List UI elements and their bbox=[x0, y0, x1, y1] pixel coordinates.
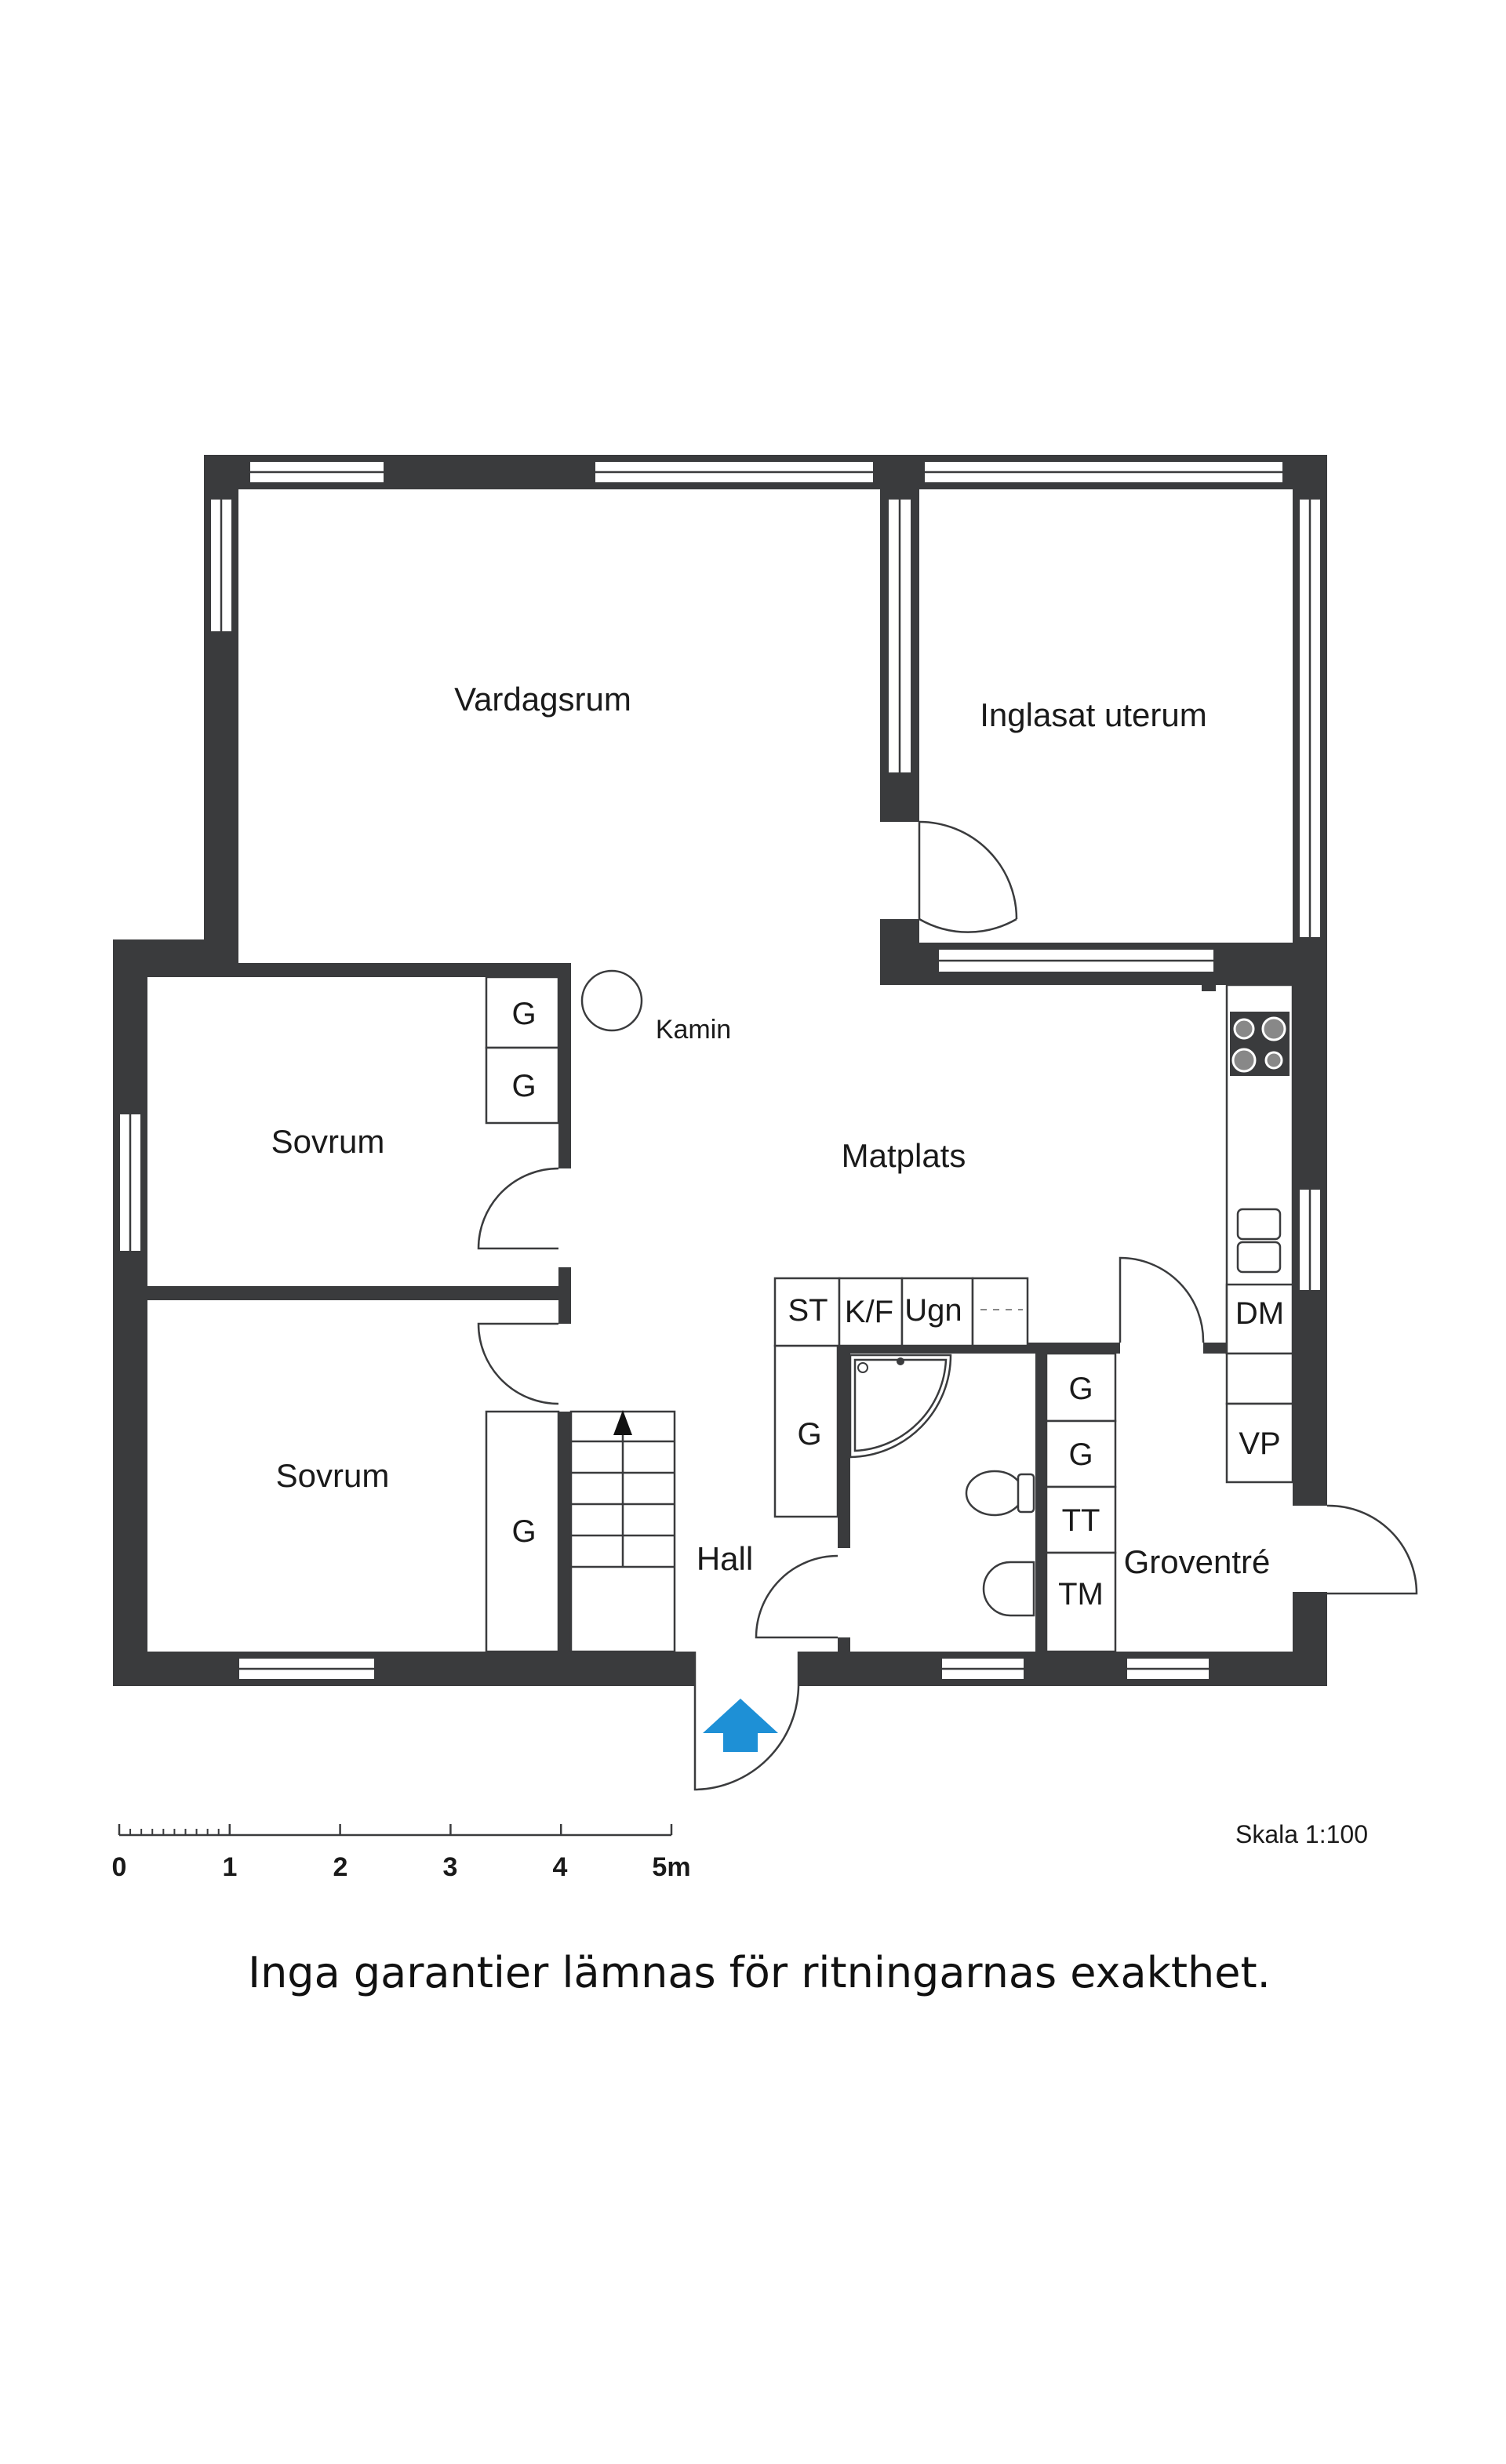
stair-arrow-icon bbox=[613, 1410, 632, 1435]
fixture-labels: G G G G ST K/F Ugn DM VP G G TT TM bbox=[511, 997, 1284, 1612]
label-ugn: Ugn bbox=[904, 1293, 962, 1328]
scale-bar: 0 1 2 3 4 5m Skala 1:100 bbox=[112, 1820, 1368, 1882]
stairs bbox=[569, 1410, 676, 1653]
scale-tick-label: 0 bbox=[112, 1852, 127, 1882]
scale-tick-label: 4 bbox=[553, 1852, 568, 1882]
scale-text: Skala 1:100 bbox=[1235, 1820, 1368, 1848]
label-st: ST bbox=[788, 1293, 828, 1328]
label-vp: VP bbox=[1239, 1426, 1280, 1461]
label-closet-g: G bbox=[797, 1417, 821, 1452]
label-closet-g: G bbox=[511, 1069, 536, 1103]
label-tm: TM bbox=[1058, 1577, 1104, 1612]
kamin-fireplace bbox=[580, 969, 643, 1032]
walls bbox=[113, 455, 1327, 1686]
scale-tick-label: 1 bbox=[223, 1852, 238, 1882]
disclaimer-text: Inga garantier lämnas för ritningarnas e… bbox=[248, 1948, 1271, 1997]
room-labels: Vardagsrum Inglasat uterum Kamin Sovrum … bbox=[271, 681, 1271, 1580]
label-inglasat-uterum: Inglasat uterum bbox=[980, 696, 1207, 733]
label-closet-g: G bbox=[511, 1514, 536, 1549]
label-vardagsrum: Vardagsrum bbox=[454, 681, 631, 718]
label-closet-g: G bbox=[1068, 1372, 1093, 1406]
label-tt: TT bbox=[1062, 1503, 1100, 1538]
label-sovrum-1: Sovrum bbox=[271, 1123, 385, 1160]
label-kamin: Kamin bbox=[656, 1015, 731, 1045]
fixtures bbox=[485, 976, 1294, 1653]
label-sovrum-2: Sovrum bbox=[276, 1457, 390, 1494]
label-hall: Hall bbox=[697, 1540, 753, 1577]
label-closet-g: G bbox=[511, 997, 536, 1031]
label-dm: DM bbox=[1235, 1296, 1284, 1331]
label-matplats: Matplats bbox=[842, 1137, 966, 1174]
label-closet-g: G bbox=[1068, 1437, 1093, 1472]
scale-tick-label: 3 bbox=[443, 1852, 458, 1882]
scale-tick-label: 2 bbox=[333, 1852, 348, 1882]
scale-tick-label: 5m bbox=[652, 1852, 690, 1882]
label-kf: K/F bbox=[845, 1295, 893, 1329]
windows bbox=[118, 460, 1322, 1681]
label-groventre: Groventré bbox=[1124, 1543, 1271, 1580]
entrance-arrow-icon bbox=[703, 1699, 778, 1752]
doors bbox=[477, 820, 1418, 1791]
